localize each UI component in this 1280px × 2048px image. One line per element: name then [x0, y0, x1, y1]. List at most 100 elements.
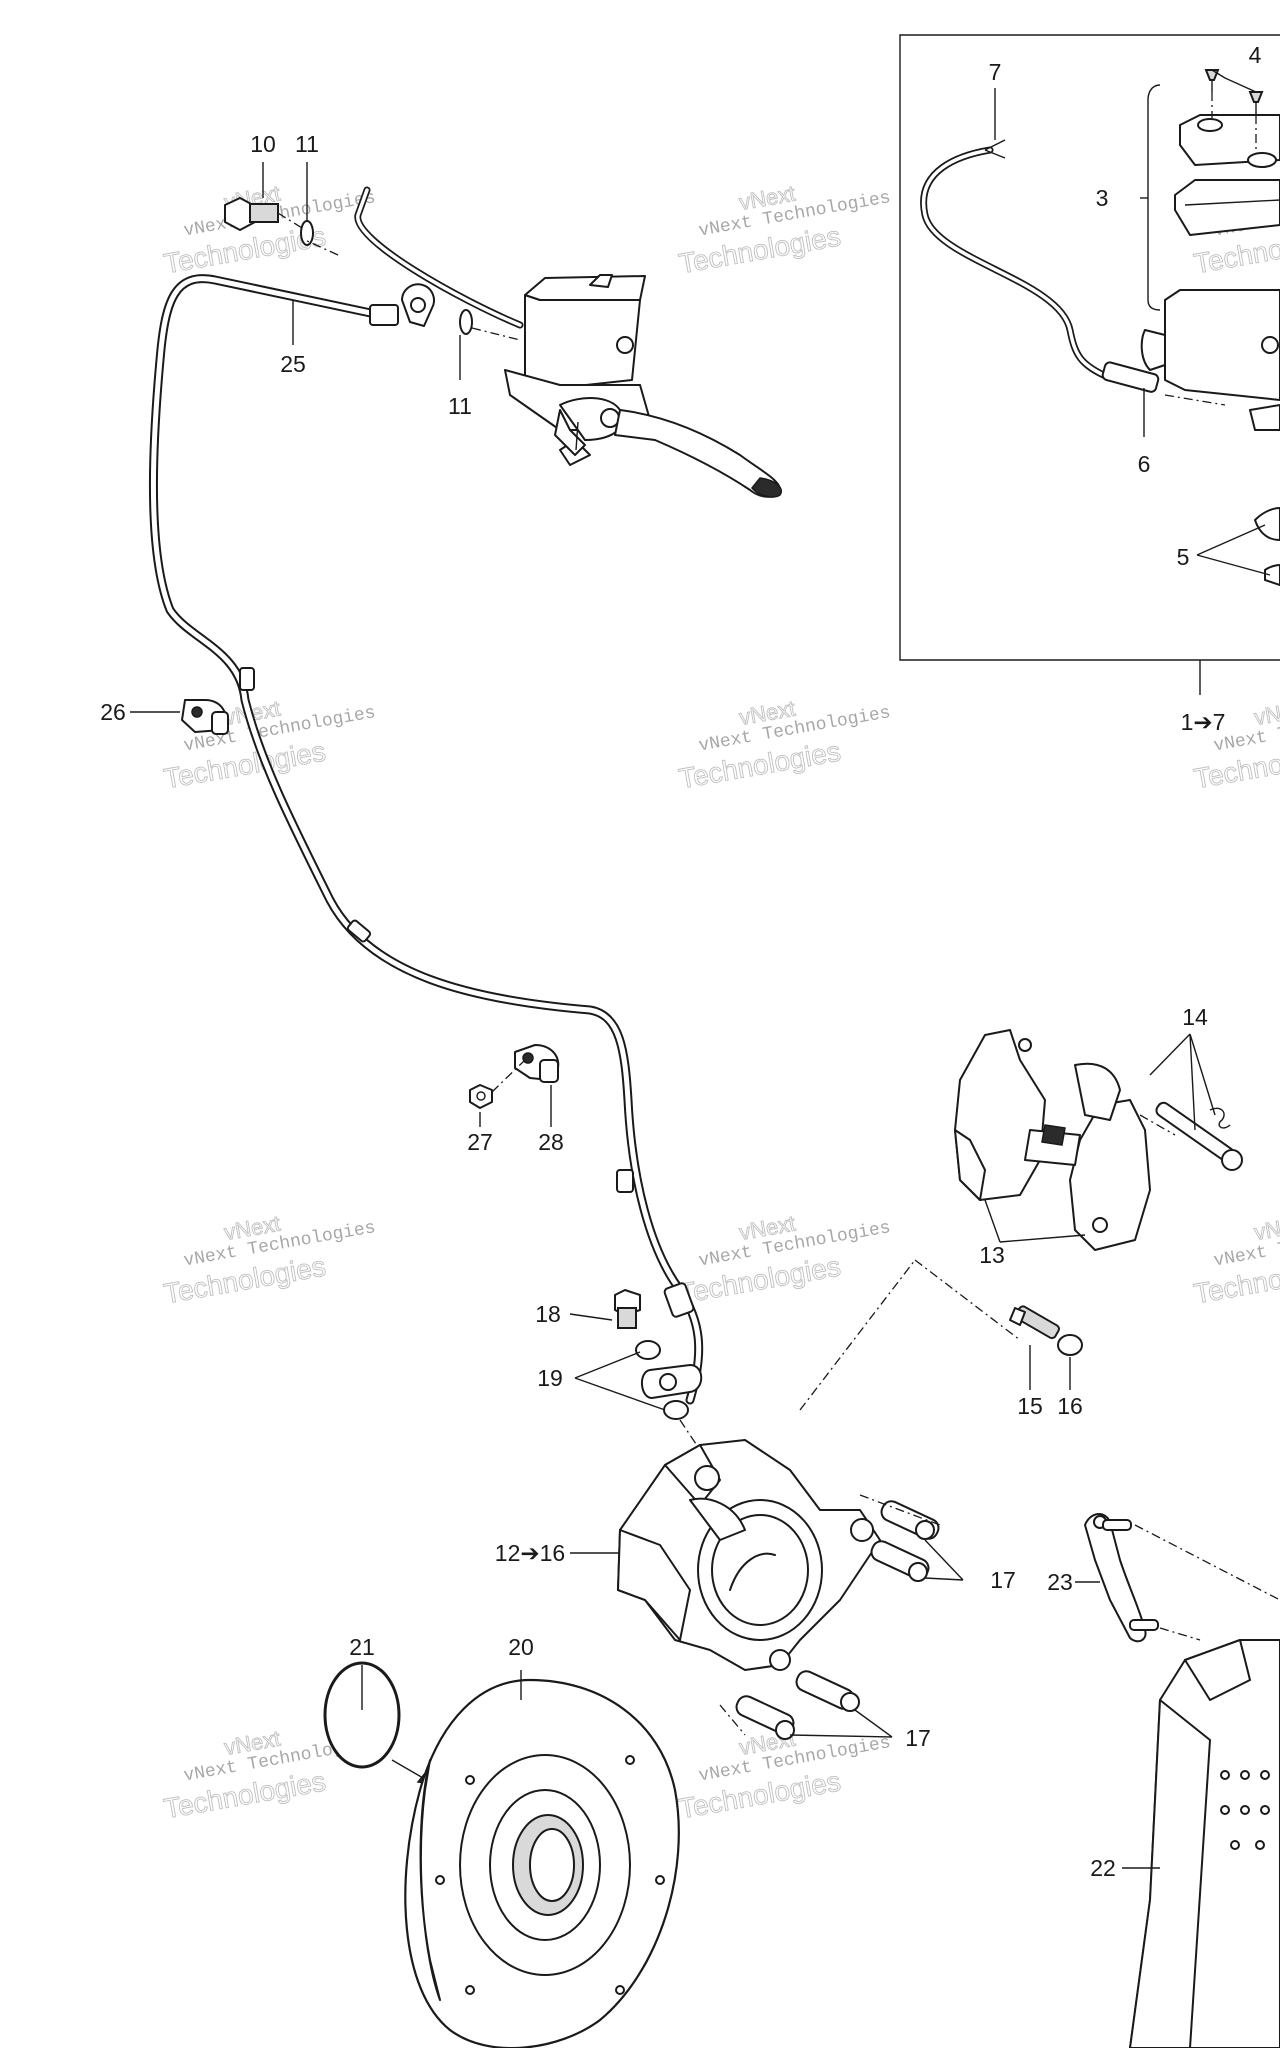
inset-master-cylinder-kit: [899, 34, 1280, 695]
bleeder-valve-15: [1009, 1305, 1060, 1340]
brake-caliper-12: [617, 1439, 881, 1671]
shield-hole: [1260, 1805, 1270, 1815]
callout-15: 15: [1017, 1393, 1043, 1419]
brake-light-switch-6: [1101, 361, 1160, 393]
caliper-bolt-17d: [735, 1695, 795, 1740]
bleed-screw-thread: [617, 1307, 637, 1329]
hose-fitting-top: [369, 304, 399, 326]
leader-lines: [130, 69, 1271, 1869]
caliper-bolt-17a: [880, 1500, 940, 1540]
pad-friction-inner: [954, 1129, 986, 1201]
caliper-mount-hole: [769, 1649, 791, 1671]
caliper-side-face: [617, 1529, 691, 1641]
shield-hole: [1240, 1770, 1250, 1780]
callout-17-lower: 17: [905, 1725, 931, 1751]
hose-clamp-28: [514, 1044, 560, 1083]
hose-sleeve: [239, 667, 255, 691]
callout-25: 25: [280, 351, 306, 377]
shield-hole: [1260, 1770, 1270, 1780]
inset-screw: [1261, 336, 1279, 354]
clamp-hole: [522, 1052, 534, 1064]
brake-shield-22: [1129, 1639, 1280, 2048]
callout-20: 20: [508, 1634, 534, 1660]
callout-14: 14: [1182, 1004, 1208, 1030]
inset-lever-pivot: [1249, 404, 1280, 431]
disc-hole: [655, 1875, 665, 1885]
bracket-stud: [1129, 1619, 1159, 1631]
callout-19: 19: [537, 1365, 563, 1391]
inset-frame: [899, 34, 1280, 661]
cover-screw-hole: [1247, 152, 1277, 168]
hex-nut-27: [469, 1084, 493, 1109]
callout-6: 6: [1138, 451, 1151, 477]
watermark: vNext vNext Technologies Technologies: [676, 695, 892, 795]
inset-cylinder-body: [1164, 289, 1280, 401]
banjo-hole: [659, 1373, 677, 1391]
banjo-bolt-shank: [249, 203, 279, 223]
banjo-hole: [410, 297, 426, 313]
hose-clamp-26: [181, 699, 229, 735]
caliper-bridge: [689, 1497, 746, 1541]
brake-hose: [148, 274, 704, 1405]
bleeder-tip: [1009, 1307, 1026, 1326]
cover-screw-4b: [1248, 91, 1264, 103]
lever-tip: [751, 477, 782, 498]
shield-hole: [1240, 1805, 1250, 1815]
callout-4: 4: [1249, 42, 1262, 68]
brake-pad-outer: [1069, 1099, 1151, 1251]
pad-hole: [1018, 1038, 1032, 1052]
disc-hole: [625, 1755, 635, 1765]
brake-disc-20: [404, 1678, 680, 2048]
callout-27: 27: [467, 1129, 493, 1155]
callout-labels: 10 11 11 25 26 27 28 18 19 12➔16 13 14 1…: [100, 42, 1261, 1881]
callout-17-upper: 17: [990, 1567, 1016, 1593]
lever-switch: [554, 409, 586, 456]
callout-22: 22: [1090, 1855, 1116, 1881]
washer-19a: [635, 1340, 661, 1360]
inset-port: [1140, 329, 1166, 371]
callout-11-top: 11: [295, 131, 319, 157]
washer-19b: [663, 1400, 689, 1420]
callout-18: 18: [535, 1301, 561, 1327]
bracket-23: [1084, 1513, 1280, 1643]
callout-1-7: 1➔7: [1181, 709, 1226, 735]
callout-28: 28: [538, 1129, 564, 1155]
brake-pads-13: [954, 1029, 1151, 1251]
pad-pin-14: [1139, 1101, 1243, 1171]
master-cylinder-assembly: [354, 186, 782, 498]
callout-3: 3: [1096, 185, 1109, 211]
shield-top: [1184, 1639, 1251, 1701]
pad-spring-clip: [1074, 1062, 1121, 1121]
lever-part-5b: [1264, 564, 1280, 586]
sealing-washer-11b: [459, 309, 473, 335]
bleed-screw-18: [614, 1289, 641, 1329]
disc-hole: [435, 1875, 445, 1885]
watermark: vNext vNext Technologies Technologies: [1191, 1210, 1280, 1310]
shield-hole: [1220, 1770, 1230, 1780]
disc-hole: [465, 1985, 475, 1995]
clamp-hole: [191, 706, 203, 718]
callout-12-16: 12➔16: [495, 1540, 565, 1566]
disc-hole: [465, 1775, 475, 1785]
shield-side: [1129, 1699, 1211, 2048]
clamp-sleeve: [211, 711, 229, 735]
bracket-stud: [1102, 1519, 1132, 1531]
callout-16: 16: [1057, 1393, 1083, 1419]
callout-26: 26: [100, 699, 126, 725]
bolt-head: [775, 1720, 795, 1740]
watermark: vNext vNext Technologies Technologies: [676, 1210, 892, 1310]
callout-7: 7: [989, 59, 1002, 85]
callout-5: 5: [1177, 544, 1190, 570]
banjo-bolt-10: [224, 197, 279, 231]
callout-21: 21: [349, 1634, 375, 1660]
caliper-piston-inner: [711, 1514, 809, 1626]
reservoir-screw: [616, 336, 634, 354]
clamp-sleeve: [539, 1059, 559, 1083]
caliper-bolt-17c: [795, 1670, 860, 1712]
cover-screw-hole: [1197, 118, 1223, 132]
pad-spring-slot: [1041, 1124, 1066, 1146]
hose-sleeve: [346, 919, 372, 943]
bolt-head: [908, 1562, 928, 1582]
shield-hole: [1220, 1805, 1230, 1815]
